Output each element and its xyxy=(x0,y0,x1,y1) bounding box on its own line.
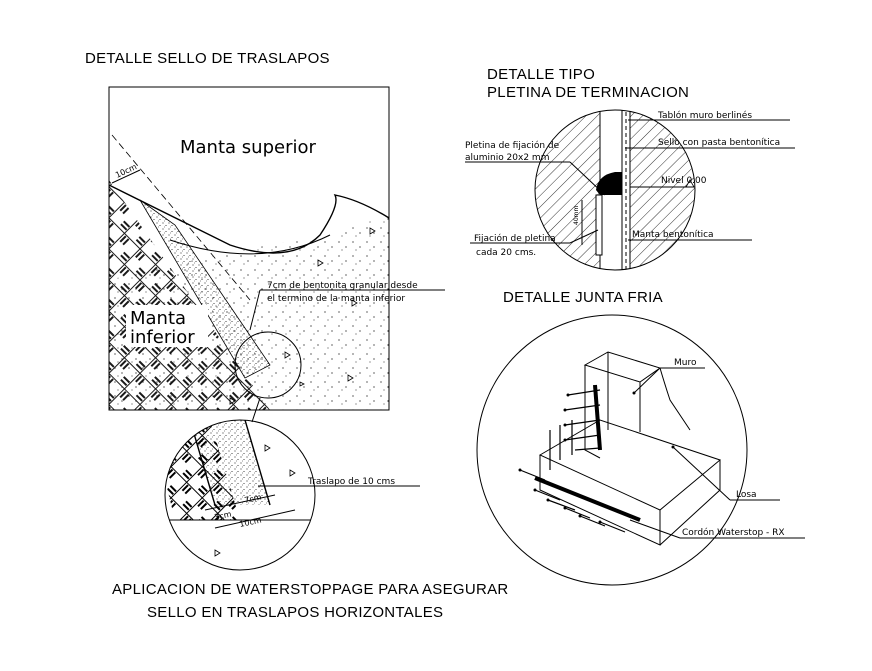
label-pletina-2: aluminio 20x2 mm xyxy=(465,153,549,163)
label-pletina-1: Pletina de fijación de xyxy=(465,140,560,151)
callout-circle xyxy=(234,331,302,399)
pletina-circle xyxy=(534,109,696,271)
dim-10cm-top: 10cm xyxy=(114,162,138,180)
label-losa: Losa xyxy=(736,490,757,500)
note-bentonita-1: 7cm de bentonita granular desde xyxy=(267,281,418,291)
label-fijacion-2: cada 20 cms. xyxy=(476,248,536,258)
label-sello-pasta: Sello con pasta bentonítica xyxy=(658,138,780,148)
junta-circle xyxy=(476,314,748,586)
dim-7cm: 7cm xyxy=(244,493,263,505)
sello-detail: 10cm Manta superior Manta inferior 7cm d… xyxy=(108,86,445,423)
title-junta-fria: DETALLE JUNTA FRIA xyxy=(503,289,663,306)
junta-detail: Muro Losa Cordón Waterstop - RX xyxy=(476,314,805,586)
sello-frame xyxy=(108,86,390,411)
label-manta-inferior-1: Manta xyxy=(130,308,186,329)
dim-3cm: 3cm xyxy=(214,510,233,522)
title-aplicacion-2: SELLO EN TRASLAPOS HORIZONTALES xyxy=(147,604,443,621)
title-detalle-tipo: DETALLE TIPO xyxy=(487,66,595,83)
dim-10cm: 10cm xyxy=(239,515,263,528)
title-pletina-terminacion: PLETINA DE TERMINACION xyxy=(487,84,689,101)
pletina-detail: 40mm Tablón muro berlinés Sello con past… xyxy=(465,109,795,271)
label-nivel: Nivel 0.00 xyxy=(661,176,707,186)
note-bentonita-2: el termino de la manta inferior xyxy=(267,294,405,304)
label-fijacion-1: Fijación de pletina xyxy=(474,233,556,244)
title-sello-traslapos: DETALLE SELLO DE TRASLAPOS xyxy=(85,50,330,67)
label-manta-superior: Manta superior xyxy=(180,137,316,158)
sello-magnified-detail: 3cm 7cm 10cm Traslapo de 10 cms xyxy=(164,419,420,571)
dim-40mm: 40mm xyxy=(573,206,580,225)
label-manta-inferior-2: inferior xyxy=(130,327,195,348)
label-cordon: Cordón Waterstop - RX xyxy=(682,527,785,538)
label-muro: Muro xyxy=(674,358,697,368)
label-tablon: Tablón muro berlinés xyxy=(657,110,752,121)
label-traslapo: Traslapo de 10 cms xyxy=(307,477,395,487)
title-aplicacion-1: APLICACION DE WATERSTOPPAGE PARA ASEGURA… xyxy=(112,581,509,598)
label-manta-bentonitica: Manta bentonítica xyxy=(632,230,714,240)
